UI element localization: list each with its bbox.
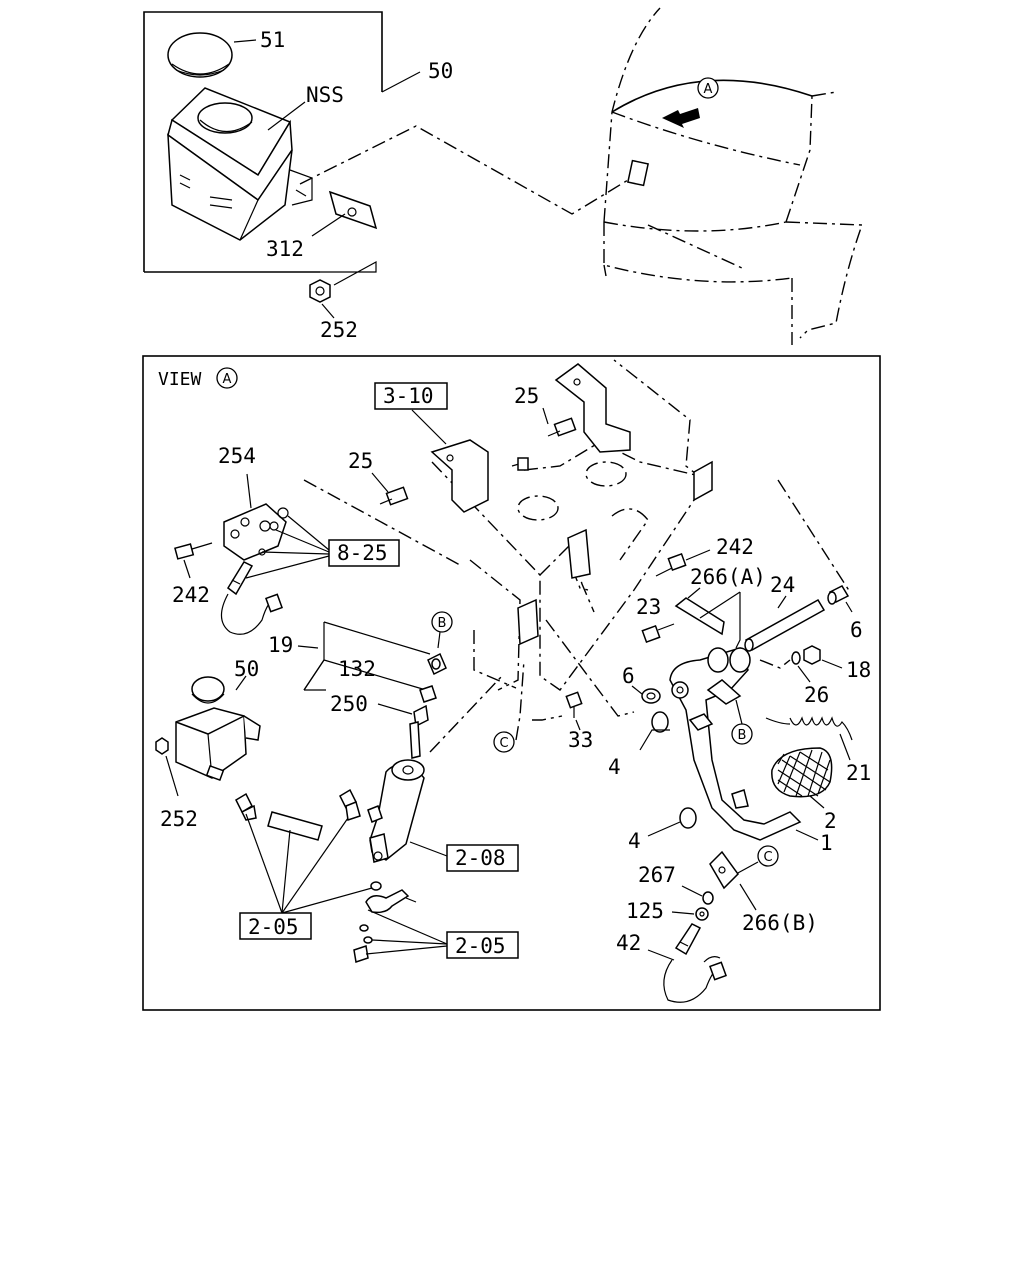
ref-box-8-25: 8-25 (337, 541, 388, 565)
label-25-right: 25 (514, 384, 539, 408)
label-242-left: 242 (172, 583, 210, 607)
label-242-right: 242 (716, 535, 754, 559)
bracket-266b (709, 850, 739, 890)
label-267: 267 (638, 863, 676, 887)
marker-c-right: C (763, 850, 772, 865)
ref-box-2-08: 2-08 (455, 846, 506, 870)
stopper-4-lower (679, 807, 697, 829)
switch-bracket-254 (223, 503, 289, 561)
bracket-266a (674, 597, 725, 636)
label-266b: 266(B) (742, 911, 818, 935)
bracket-267 (702, 891, 714, 905)
bolt-242-right (655, 553, 687, 577)
label-4-upper: 4 (608, 755, 621, 779)
cab-view-marker: A (704, 82, 713, 97)
label-266a: 266(A) (690, 565, 766, 589)
view-a-panel: VIEW A 3-10 (142, 355, 881, 1011)
nut (309, 279, 331, 303)
label-254: 254 (218, 444, 256, 468)
pedal-bracket-frame (430, 359, 713, 691)
stud-bolt (511, 457, 529, 471)
marker-b-upper: B (438, 616, 447, 631)
label-21: 21 (846, 761, 871, 785)
bushing-6-left (641, 688, 661, 704)
label-42: 42 (616, 931, 641, 955)
return-spring-21 (765, 716, 853, 741)
label-50: 50 (428, 59, 453, 83)
label-2: 2 (824, 809, 837, 833)
reservoir-50-lower (175, 676, 261, 782)
ref-box-3-10: 3-10 (383, 384, 434, 408)
view-title: VIEW (158, 369, 202, 390)
marker-c-left: C (499, 736, 508, 751)
label-50-lower: 50 (234, 657, 259, 681)
label-25-left: 25 (348, 449, 373, 473)
reservoir-cap (167, 32, 233, 78)
label-4-lower: 4 (628, 829, 641, 853)
cab-outline: A (603, 7, 863, 345)
label-nss: NSS (306, 83, 344, 107)
nut-252-lower (155, 737, 169, 755)
label-19: 19 (268, 633, 293, 657)
stopper-4-upper (651, 711, 669, 733)
label-1: 1 (820, 831, 833, 855)
label-250: 250 (330, 692, 368, 716)
label-6-left: 6 (622, 664, 635, 688)
clevis-pin-parts (353, 881, 417, 963)
label-33: 33 (568, 728, 593, 752)
bolt-25-right (547, 417, 577, 437)
pedal-shaft-24 (744, 598, 826, 652)
label-51: 51 (260, 28, 285, 52)
bolt-242-left (174, 542, 213, 560)
reservoir-detail-panel: 51 NSS 50 312 (143, 11, 629, 342)
label-132: 132 (338, 657, 376, 681)
pedal-pad-2 (771, 747, 833, 798)
label-23: 23 (636, 595, 661, 619)
nut-125 (695, 907, 709, 921)
label-18: 18 (846, 658, 871, 682)
brake-switch-42 (663, 923, 727, 1003)
label-252-top: 252 (320, 318, 358, 342)
ref-box-2-05-right: 2-05 (455, 934, 506, 958)
bolt-23 (641, 623, 675, 643)
label-24: 24 (770, 573, 795, 597)
label-125: 125 (626, 899, 664, 923)
hose-clamp-parts (235, 788, 361, 841)
view-title-marker: A (223, 372, 232, 387)
washer-26 (791, 651, 801, 665)
label-6-right: 6 (850, 618, 863, 642)
brake-switch-left (220, 561, 283, 635)
label-312: 312 (266, 237, 304, 261)
push-rod-yoke (409, 652, 447, 759)
clutch-pedal-1 (669, 647, 802, 841)
bushing-6-right (827, 585, 850, 605)
nut-18 (803, 645, 821, 665)
bolt-33 (565, 691, 583, 718)
bolt-25-left (379, 486, 409, 506)
ref-box-2-05-left: 2-05 (248, 915, 299, 939)
label-26: 26 (804, 683, 829, 707)
marker-b-lower: B (738, 728, 747, 743)
reservoir-tank (167, 87, 313, 241)
mounting-bracket (328, 190, 378, 230)
clutch-master-cylinder (367, 759, 425, 863)
label-252-lower: 252 (160, 807, 198, 831)
